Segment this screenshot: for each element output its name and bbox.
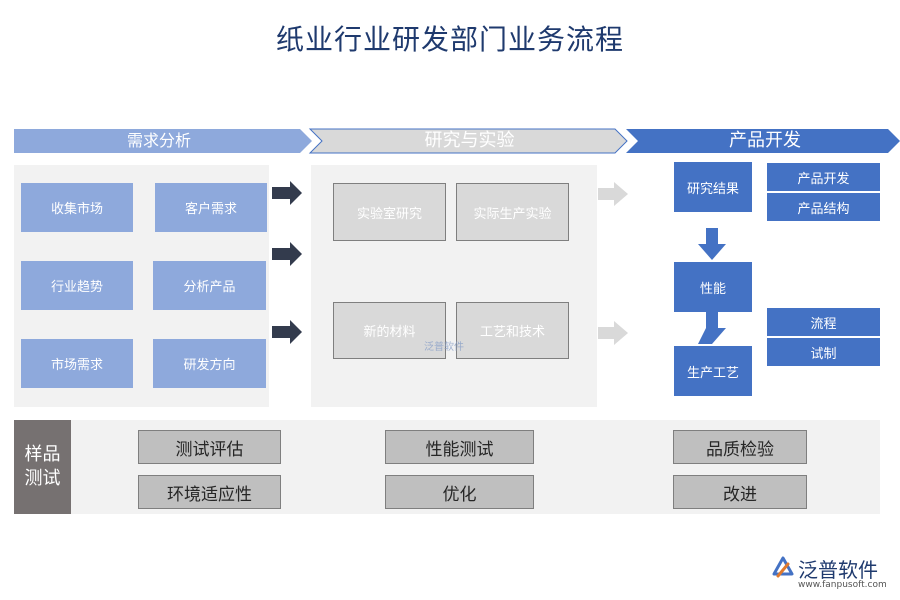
company-logo: 泛普软件 www.fanpusoft.com (770, 552, 890, 592)
demand-box: 行业趋势 (21, 261, 133, 310)
product-side-box: 产品结构 (767, 193, 880, 221)
arrow-right-icon (598, 321, 628, 345)
sample-test-item: 性能测试 (385, 430, 534, 464)
research-box: 实际生产实验 (456, 183, 569, 241)
arrow-right-icon (272, 320, 302, 344)
arrow-right-icon (272, 181, 302, 205)
arrow-right-icon (598, 182, 628, 206)
arrow-down-icon (698, 228, 726, 260)
demand-box: 分析产品 (153, 261, 266, 310)
product-flow-box: 性能 (674, 262, 752, 312)
page-title: 纸业行业研发部门业务流程 (275, 23, 624, 56)
sample-test-item: 测试评估 (138, 430, 281, 464)
product-side-box: 产品开发 (767, 163, 880, 191)
demand-box: 客户需求 (155, 183, 267, 232)
stage-label-research: 研究与实验 (424, 130, 515, 151)
logo-url: www.fanpusoft.com (798, 580, 887, 590)
product-flow-box: 生产工艺 (674, 346, 752, 396)
sample-test-item: 优化 (385, 475, 534, 509)
demand-box: 研发方向 (153, 339, 266, 388)
stage-arrow-product (626, 129, 900, 153)
stage-arrow-research (308, 128, 628, 154)
logo-name: 泛普软件 (798, 558, 878, 582)
product-side-box: 试制 (767, 338, 880, 366)
watermark: 泛普软件 (424, 342, 464, 353)
sample-test-item: 改进 (673, 475, 807, 509)
sample-test-item: 品质检验 (673, 430, 807, 464)
stage-arrow-demand (14, 129, 312, 153)
research-box: 新的材料 (333, 302, 446, 359)
sample-test-label-line2: 测试 (24, 468, 61, 489)
stage-label-demand: 需求分析 (126, 131, 191, 150)
logo-icon (772, 556, 794, 578)
sample-test-item: 环境适应性 (138, 475, 281, 509)
sample-test-label: 样品 测试 (14, 420, 71, 514)
sample-test-label-line1: 样品 (24, 444, 61, 465)
arrow-right-icon (272, 242, 302, 266)
stage-label-product: 产品开发 (729, 130, 801, 151)
product-side-box: 流程 (767, 308, 880, 336)
arrow-down-icon (698, 312, 726, 344)
demand-box: 市场需求 (21, 339, 133, 388)
research-box: 实验室研究 (333, 183, 446, 241)
product-flow-box: 研究结果 (674, 162, 752, 212)
research-box: 工艺和技术 (456, 302, 569, 359)
demand-box: 收集市场 (21, 183, 133, 232)
